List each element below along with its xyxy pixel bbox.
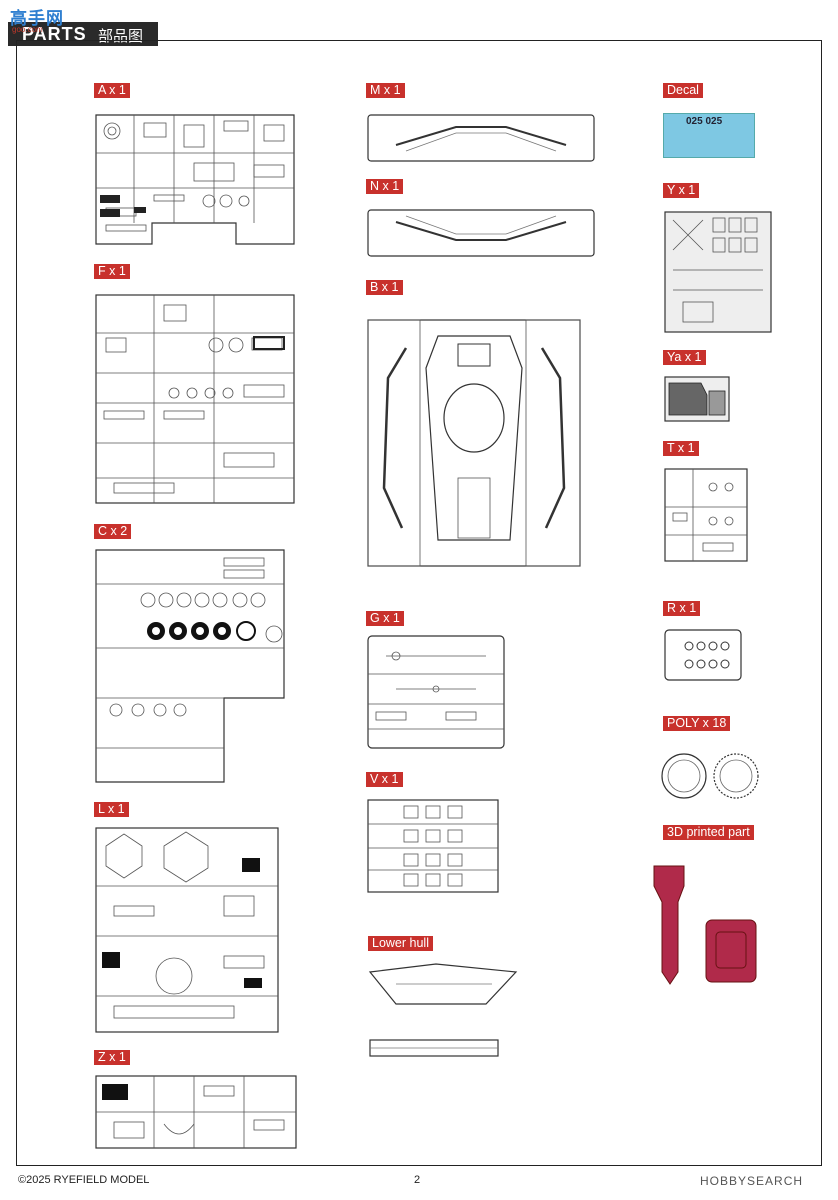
label-sprue-ya: Ya x 1 xyxy=(663,350,706,365)
sprue-ya-drawing xyxy=(664,376,730,422)
label-poly: POLY x 18 xyxy=(663,716,731,731)
sprue-b-drawing xyxy=(367,319,581,567)
label-sprue-v: V x 1 xyxy=(366,772,403,787)
poly-caps-drawing xyxy=(661,753,759,799)
label-sprue-t: T x 1 xyxy=(663,441,699,456)
site-logo: 高手网 goo.com xyxy=(4,2,74,34)
label-sprue-z: Z x 1 xyxy=(94,1050,130,1065)
label-decal: Decal xyxy=(663,83,703,98)
label-sprue-m: M x 1 xyxy=(366,83,405,98)
sprue-v-drawing xyxy=(367,799,499,893)
footer-watermark: HOBBYSEARCH xyxy=(700,1174,804,1188)
page-frame xyxy=(16,40,822,1166)
label-sprue-n: N x 1 xyxy=(366,179,404,194)
sprue-l-drawing xyxy=(95,827,279,1033)
decal-sheet: 025 025 xyxy=(663,113,755,158)
sprue-a-drawing xyxy=(95,114,295,245)
label-sprue-l: L x 1 xyxy=(94,802,129,817)
sprue-c-drawing xyxy=(95,549,285,783)
label-sprue-a: A x 1 xyxy=(94,83,130,98)
sprue-n-drawing xyxy=(367,209,595,257)
printed-parts-drawing xyxy=(653,865,757,985)
sprue-g-drawing xyxy=(367,635,505,749)
footer-copyright: ©2025 RYEFIELD MODEL xyxy=(18,1174,150,1186)
label-sprue-g: G x 1 xyxy=(366,611,404,626)
footer-page-number: 2 xyxy=(414,1174,421,1186)
page-header: PARTS 部品图 高手网 goo.com xyxy=(0,0,160,46)
label-lower-hull: Lower hull xyxy=(368,936,433,951)
parts-title-box: PARTS 部品图 xyxy=(8,22,158,46)
label-3d-printed: 3D printed part xyxy=(663,825,754,840)
label-sprue-r: R x 1 xyxy=(663,601,701,616)
sprue-m-drawing xyxy=(367,114,595,162)
label-sprue-c: C x 2 xyxy=(94,524,132,539)
parts-title: PARTS xyxy=(22,24,87,44)
sprue-t-drawing xyxy=(664,468,748,562)
label-sprue-f: F x 1 xyxy=(94,264,130,279)
sprue-z-drawing xyxy=(95,1075,297,1149)
label-sprue-b: B x 1 xyxy=(366,280,403,295)
sprue-r-drawing xyxy=(664,629,742,681)
lower-hull-drawing xyxy=(368,963,518,1057)
label-sprue-y: Y x 1 xyxy=(663,183,700,198)
sprue-f-drawing xyxy=(95,294,295,504)
sprue-y-drawing xyxy=(664,211,772,333)
site-logo-text: 高手网 xyxy=(10,9,64,28)
decal-numbers: 025 025 xyxy=(686,116,723,127)
site-logo-sub: goo.com xyxy=(12,25,43,34)
